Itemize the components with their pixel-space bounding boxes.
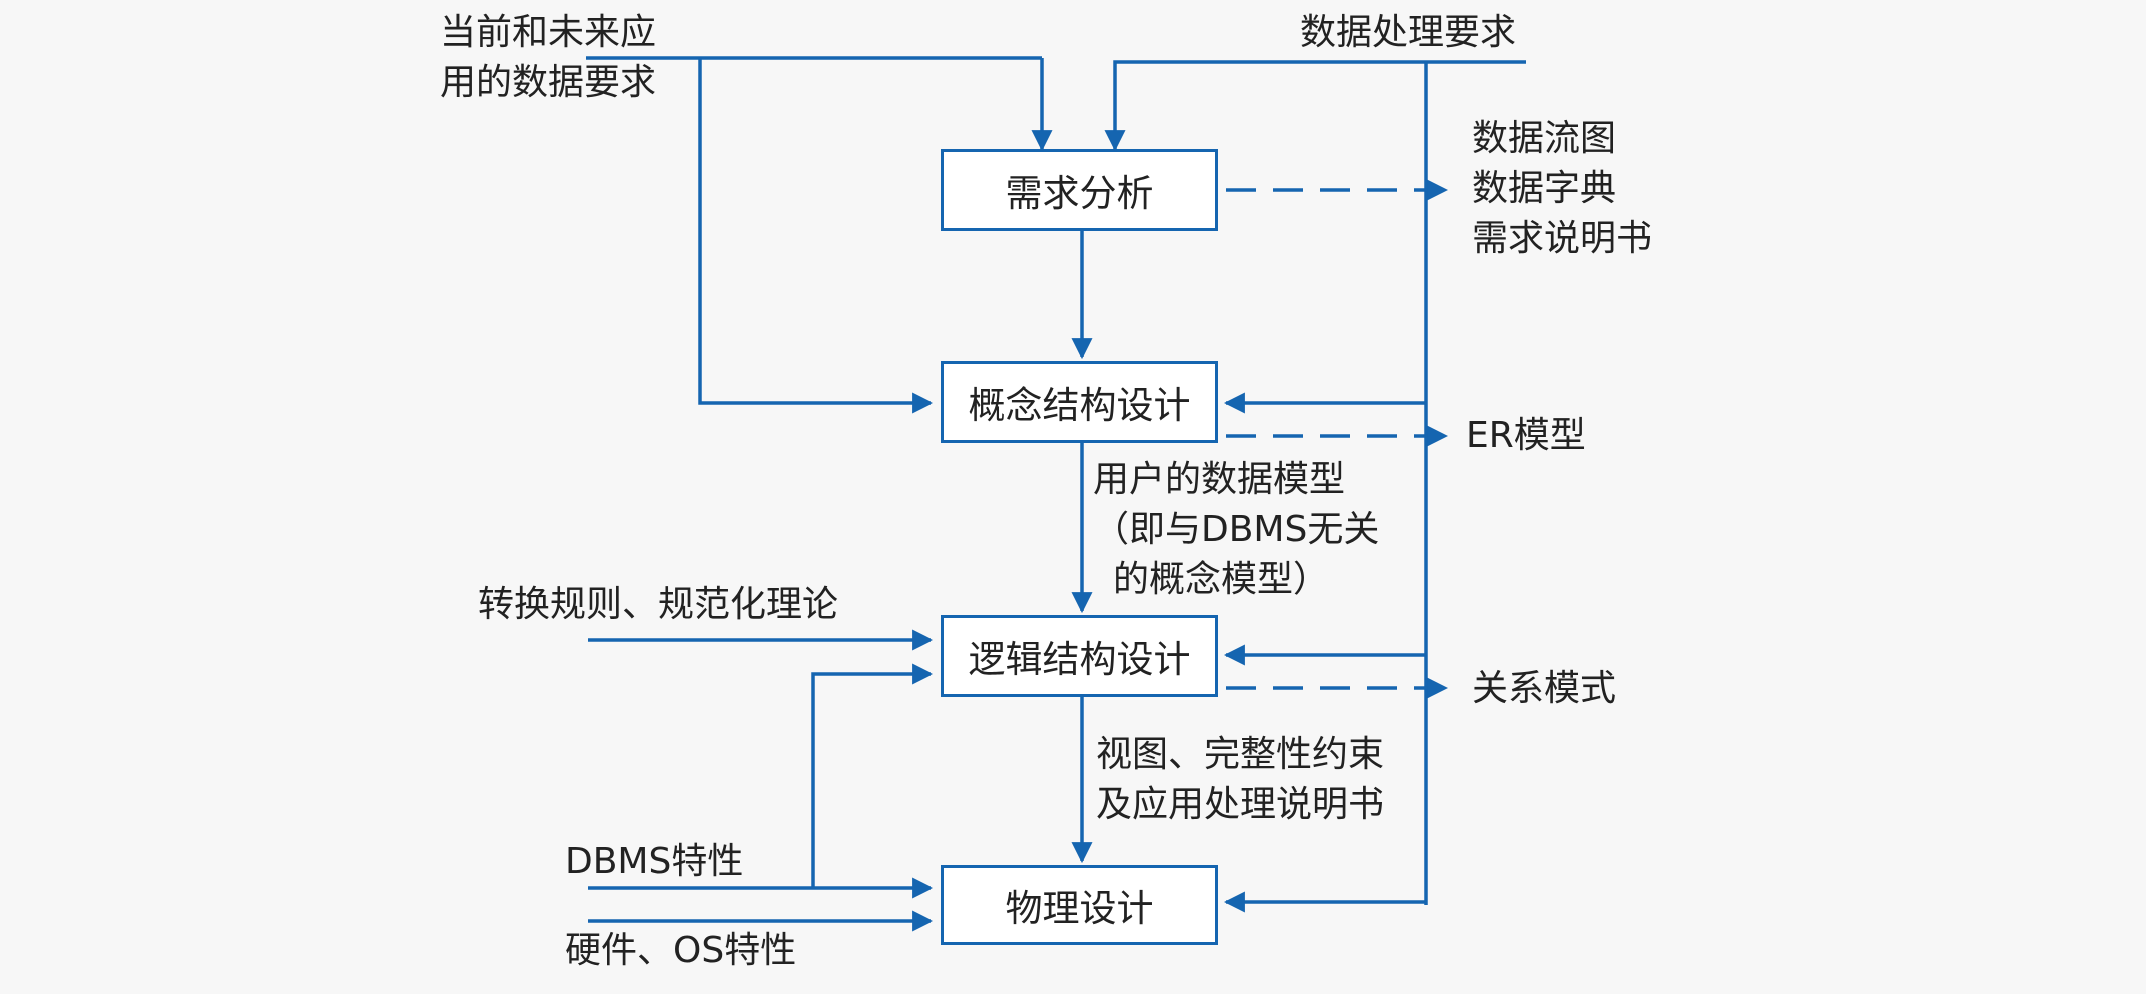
er-model-label: ER模型 [1466, 415, 1586, 456]
conceptual-design-box: 概念结构设计 [941, 361, 1218, 443]
logical-design-box: 逻辑结构设计 [941, 615, 1218, 697]
hardware-os-label: 硬件、OS特性 [565, 930, 797, 971]
data-dictionary-text: 数据字典 [1472, 168, 1617, 209]
conceptual-design-label: 概念结构设计 [968, 384, 1191, 427]
dbms-features-label: DBMS特性 [565, 841, 744, 882]
arrow-processing-to-requirements [1104, 60, 1526, 152]
user-data-model-note: 用户的数据模型 （即与DBMS无关 的概念模型） [1093, 455, 1379, 605]
requirements-outputs-label: 数据流图 数据字典 需求说明书 [1472, 114, 1652, 264]
views-constraints-note: 视图、完整性约束 及应用处理说明书 [1096, 730, 1384, 830]
current-future-line-1: 当前和未来应 [440, 12, 657, 53]
arrow-dbms-to-logical [811, 663, 934, 888]
current-future-requirements-label: 当前和未来应 用的数据要求 [440, 8, 656, 108]
user-model-line-3: 的概念模型） [1113, 559, 1330, 600]
views-line-2: 及应用处理说明书 [1096, 784, 1385, 825]
physical-design-label: 物理设计 [1005, 887, 1154, 930]
requirements-spec-text: 需求说明书 [1472, 218, 1653, 259]
views-line-1: 视图、完整性约束 [1096, 734, 1385, 775]
current-future-line-2: 用的数据要求 [440, 62, 657, 103]
physical-design-box: 物理设计 [941, 865, 1218, 945]
arrow-current-to-conceptual [698, 58, 934, 414]
transform-rules-label: 转换规则、规范化理论 [478, 584, 839, 625]
data-flow-diagram-text: 数据流图 [1472, 118, 1617, 159]
user-model-line-2: （即与DBMS无关 [1093, 509, 1380, 550]
processing-requirements-label: 数据处理要求 [1300, 12, 1517, 53]
relational-schema-label: 关系模式 [1472, 668, 1617, 709]
requirements-analysis-box: 需求分析 [941, 149, 1218, 231]
arrow-current-to-requirements [586, 56, 1042, 149]
requirements-analysis-label: 需求分析 [1005, 172, 1154, 215]
logical-design-label: 逻辑结构设计 [968, 638, 1191, 681]
user-model-line-1: 用户的数据模型 [1093, 459, 1346, 500]
